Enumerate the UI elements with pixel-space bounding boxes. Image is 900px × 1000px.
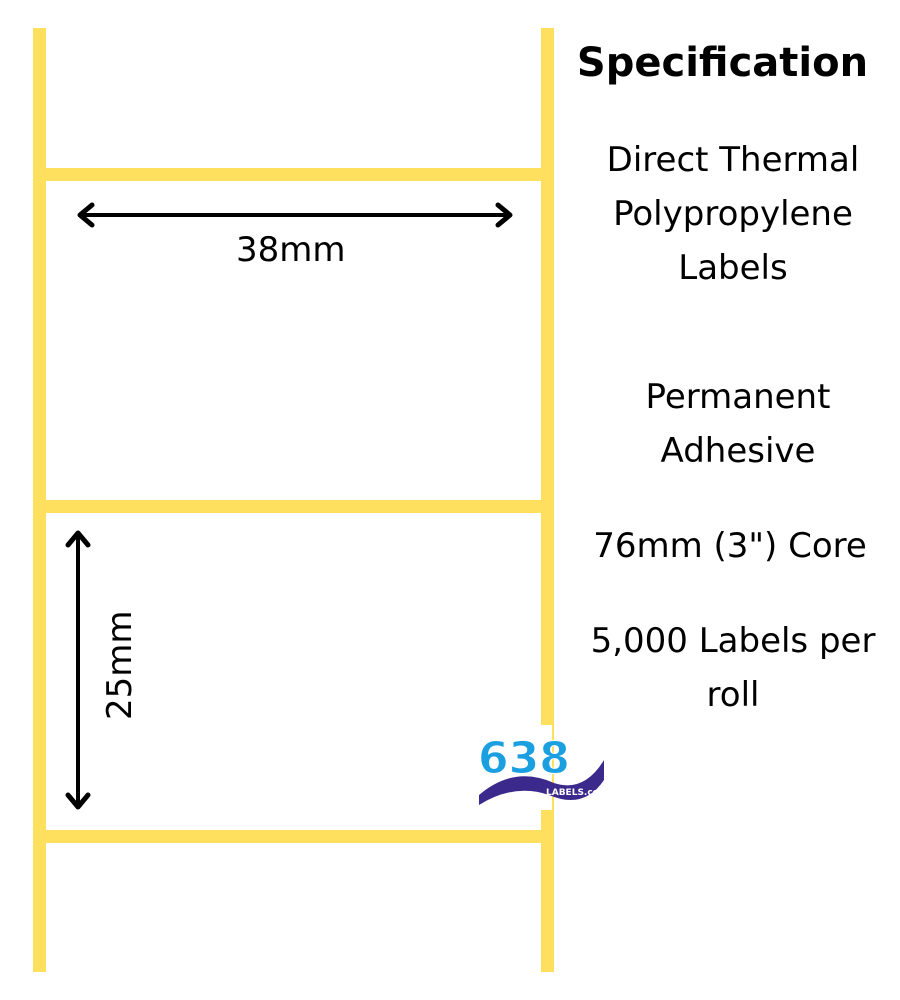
spec-line: Adhesive — [660, 431, 816, 471]
spec-line: roll — [706, 675, 760, 715]
label-gap-1 — [33, 168, 554, 181]
spec-line: Direct Thermal — [606, 140, 860, 180]
svg-text:638: 638 — [478, 733, 570, 784]
height-dimension-label: 25mm — [100, 610, 140, 720]
spec-adhesive: Permanent Adhesive — [568, 370, 900, 478]
label-gap-3 — [33, 830, 554, 843]
width-dimension-label: 38mm — [236, 230, 346, 270]
svg-text:LABELS.co.uk: LABELS.co.uk — [546, 788, 614, 798]
638-labels-logo: 638 LABELS.co.uk — [478, 725, 614, 810]
spec-line: 76mm (3") Core — [593, 526, 867, 566]
spec-line: 5,000 Labels per — [590, 621, 876, 661]
width-arrow-icon — [77, 202, 513, 228]
spec-line: Labels — [678, 248, 788, 288]
spec-quantity: 5,000 Labels per roll — [568, 614, 898, 722]
spec-title: Specification — [576, 40, 869, 86]
spec-core: 76mm (3") Core — [560, 519, 900, 573]
spec-line: Permanent — [645, 377, 831, 417]
label-gap-2 — [33, 500, 554, 513]
spec-material: Direct Thermal Polypropylene Labels — [568, 133, 898, 295]
spec-line: Polypropylene — [613, 194, 853, 234]
height-arrow-icon — [65, 530, 91, 810]
